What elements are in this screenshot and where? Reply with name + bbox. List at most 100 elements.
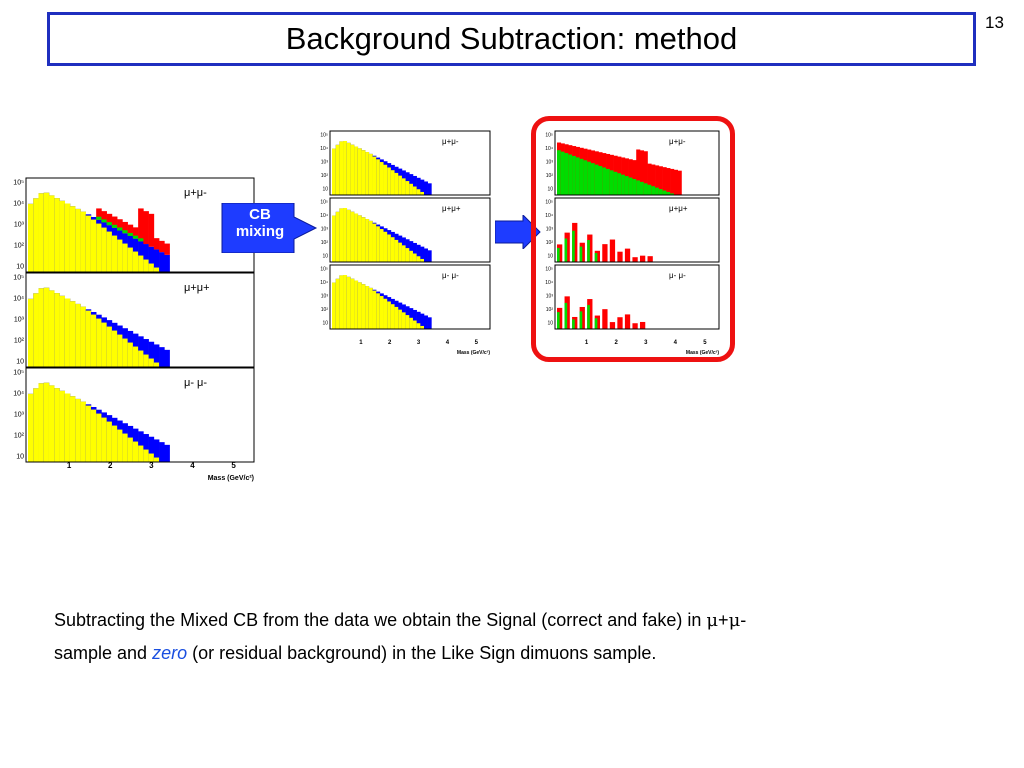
- yellow-bar: [28, 203, 34, 272]
- green-bar: [662, 190, 667, 195]
- red-bar: [132, 227, 139, 239]
- mu-symbol: μ: [706, 610, 719, 631]
- x-tick-label: 3: [644, 340, 648, 346]
- yellow-bar: [117, 429, 123, 462]
- yellow-bar: [332, 148, 336, 195]
- y-tick-label: 10²: [14, 337, 25, 344]
- yellow-bar: [383, 298, 388, 329]
- y-tick-label: 10: [322, 187, 328, 193]
- x-tick-label: 2: [108, 461, 113, 470]
- y-tick-label: 10⁴: [545, 280, 553, 286]
- blue-bar: [153, 439, 160, 462]
- yellow-bar: [138, 350, 144, 367]
- x-tick-label: 5: [231, 461, 236, 470]
- yellow-bar: [398, 309, 403, 329]
- blue-bar: [159, 442, 165, 462]
- yellow-bar: [346, 142, 351, 195]
- yellow-bar: [48, 195, 55, 272]
- x-tick-label: 3: [149, 461, 154, 470]
- panel-label: μ+μ+: [184, 282, 210, 294]
- green-bar: [647, 184, 652, 195]
- blue-bar: [148, 436, 155, 462]
- red-bar: [127, 224, 134, 236]
- red-bar: [111, 216, 118, 228]
- y-tick-label: 10: [322, 321, 328, 327]
- x-axis-label: Mass (GeV/c²): [686, 350, 719, 356]
- slide-title: Background Subtraction: method: [285, 21, 738, 56]
- yellow-bar: [101, 227, 107, 272]
- x-tick-label: 5: [703, 340, 707, 346]
- panel-label: μ+μ-: [442, 137, 459, 146]
- yellow-bar: [350, 144, 355, 195]
- blue-bar: [424, 248, 428, 262]
- yellow-bar: [28, 298, 34, 367]
- slide-title-box: Background Subtraction: method: [47, 12, 976, 66]
- yellow-bar: [59, 200, 66, 272]
- x-axis-label: Mass (GeV/c²): [457, 350, 490, 356]
- red-bar: [101, 211, 107, 223]
- yellow-bar: [85, 215, 92, 272]
- green-bar: [655, 187, 660, 195]
- yellow-bar: [28, 393, 34, 462]
- yellow-bar: [379, 296, 384, 329]
- yellow-bar: [350, 278, 355, 329]
- yellow-bar: [153, 362, 160, 367]
- green-bar: [632, 179, 637, 195]
- yellow-bar: [412, 253, 417, 262]
- yellow-bar: [48, 290, 55, 367]
- green-bar: [598, 166, 603, 195]
- yellow-bar: [33, 388, 39, 462]
- green-bar: [557, 312, 560, 329]
- yellow-bar: [38, 193, 45, 272]
- yellow-bar: [335, 211, 340, 262]
- red-bar: [632, 323, 638, 329]
- green-bar: [579, 311, 583, 329]
- red-bar: [122, 221, 128, 234]
- yellow-bar: [376, 293, 381, 329]
- yellow-bar: [54, 198, 60, 272]
- blue-bar: [420, 179, 425, 195]
- red-bar: [628, 159, 633, 195]
- green-bar: [594, 164, 599, 195]
- yellow-bar: [96, 318, 102, 367]
- yellow-bar: [54, 388, 60, 462]
- green-bar: [658, 189, 663, 195]
- red-bar: [617, 317, 623, 329]
- yellow-bar: [64, 203, 71, 272]
- yellow-bar: [398, 242, 403, 262]
- green-bar: [138, 238, 144, 242]
- y-tick-label: 10³: [321, 294, 329, 300]
- yellow-bar: [365, 286, 370, 329]
- y-tick-label: 10⁵: [13, 369, 24, 376]
- red-bar: [632, 257, 638, 262]
- yellow-bar: [368, 220, 373, 262]
- yellow-bar: [394, 239, 399, 262]
- y-tick-label: 10⁵: [320, 267, 328, 273]
- yellow-bar: [127, 437, 134, 462]
- yellow-bar: [48, 385, 55, 462]
- green-bar: [594, 253, 598, 262]
- red-bar: [609, 239, 616, 262]
- yellow-bar: [132, 251, 139, 272]
- green-bar: [621, 174, 626, 195]
- yellow-bar: [127, 342, 134, 367]
- y-tick-label: 10⁴: [13, 295, 24, 302]
- yellow-bar: [132, 441, 139, 462]
- y-tick-label: 10³: [321, 160, 329, 166]
- green-bar: [651, 186, 656, 195]
- yellow-bar: [390, 304, 395, 329]
- yellow-bar: [75, 208, 81, 272]
- x-tick-label: 4: [674, 340, 678, 346]
- red-bar: [655, 165, 660, 195]
- blue-bar: [427, 183, 432, 195]
- yellow-bar: [80, 306, 86, 367]
- green-bar: [579, 158, 584, 195]
- yellow-bar: [75, 303, 81, 367]
- yellow-bar: [420, 191, 425, 195]
- yellow-bar: [390, 170, 395, 195]
- subtracted-histograms: 1010²10³10⁴10⁵μ+μ-1010²10³10⁴10⁵μ+μ+1010…: [545, 130, 720, 356]
- yellow-bar: [339, 275, 344, 329]
- x-axis-label: Mass (GeV/c²): [208, 475, 254, 482]
